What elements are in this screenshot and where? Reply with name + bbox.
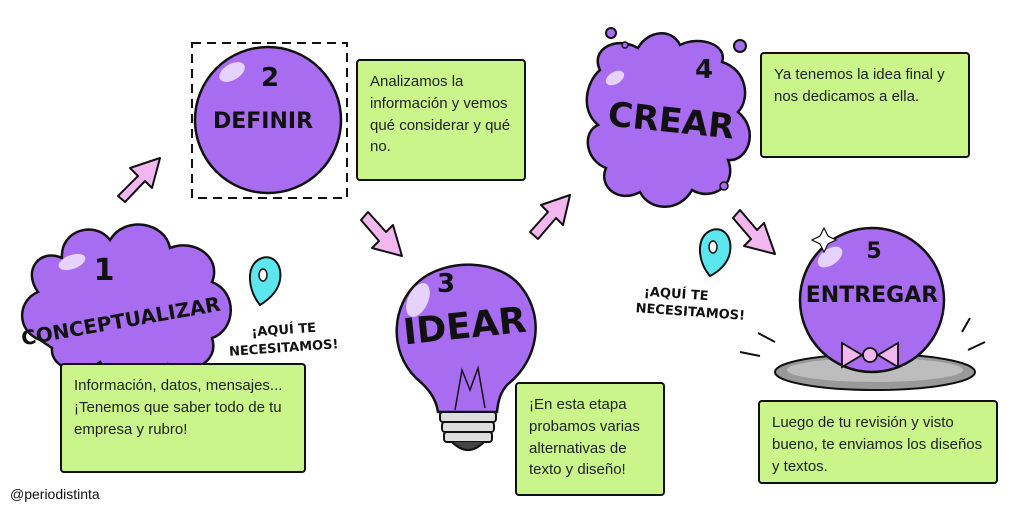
step-3-text: ¡En esta etapa probamos varias alternati… [529, 396, 640, 479]
arrow-1-to-2 [117, 157, 161, 203]
arrow-3-to-4 [529, 194, 571, 240]
location-pin-icon [699, 228, 732, 278]
callout-2: ¡AQUÍ TE NECESITAMOS! [635, 284, 745, 324]
step-5-number: 5 [866, 239, 881, 264]
callout-2-line1: ¡AQUÍ TE [643, 284, 709, 304]
step-2-number: 2 [261, 63, 279, 93]
step-1-description: Información, datos, mensajes... ¡Tenemos… [60, 363, 306, 473]
step-1-cloud: 1 CONCEPTUALIZAR [19, 223, 232, 380]
arrow-4-to-5 [732, 209, 776, 255]
step-3-number: 3 [437, 269, 455, 299]
step-5-text: Luego de tu revisión y visto bueno, te e… [772, 414, 983, 475]
step-2-description: Analizamos la información y vemos qué co… [356, 59, 526, 181]
callout-1-line1: ¡AQUÍ TE [251, 320, 317, 340]
step-4-description: Ya tenemos la idea final y nos dedicamos… [760, 52, 970, 158]
step-2-text: Analizamos la información y vemos qué co… [370, 73, 511, 156]
step-5-sphere: 5 ENTREGAR [739, 226, 986, 391]
step-5-description: Luego de tu revisión y visto bueno, te e… [758, 400, 998, 484]
callout-1: ¡AQUÍ TE NECESITAMOS! [229, 320, 339, 360]
step-3-description: ¡En esta etapa probamos varias alternati… [515, 382, 665, 496]
location-pin-icon [249, 256, 282, 307]
step-1-text: Información, datos, mensajes... ¡Tenemos… [74, 377, 283, 438]
step-4-number: 4 [695, 55, 713, 85]
step-4-splash: 4 CREAR [585, 27, 751, 208]
arrow-2-to-3 [360, 211, 403, 257]
author-credit: @periodistinta [10, 486, 100, 502]
flow-arrows [117, 157, 776, 257]
step-4-text: Ya tenemos la idea final y nos dedicamos… [774, 66, 945, 105]
step-2-circle: 2 DEFINIR [191, 42, 348, 199]
callout-1-line2: NECESITAMOS! [229, 337, 339, 360]
step-3-bulb: 3 IDEAR [395, 263, 537, 451]
step-2-title: DEFINIR [213, 109, 313, 134]
callout-2-line2: NECESITAMOS! [635, 301, 745, 324]
step-5-title: ENTREGAR [806, 283, 939, 308]
step-1-number: 1 [94, 253, 115, 288]
